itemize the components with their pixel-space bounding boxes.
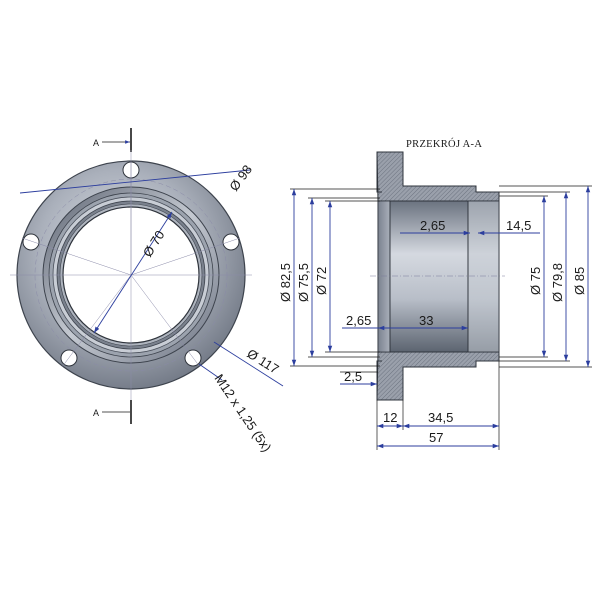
section-mark-top-label: A — [93, 138, 99, 148]
front-view: A A — [10, 128, 284, 455]
dim-line-d98 — [19, 169, 251, 194]
dim-d72: Ø 72 — [314, 267, 329, 295]
dim-flange-step: 2,5 — [344, 369, 362, 384]
section-end-face — [377, 200, 391, 353]
section-wall-bottom — [376, 351, 500, 401]
dim-thread: M12 x 1,25 (5x) — [212, 371, 275, 454]
dim-d85: Ø 85 — [572, 267, 587, 295]
dim-body-len: 34,5 — [428, 410, 453, 425]
dim-line-d70 — [93, 211, 173, 334]
bolt-hole-left — [22, 233, 40, 251]
dim-total-len: 57 — [429, 430, 443, 445]
section-mark-bottom-label: A — [93, 408, 99, 418]
dim-d82-5: Ø 82,5 — [278, 263, 293, 302]
section-recess — [467, 200, 500, 353]
bolt-hole-right — [222, 233, 240, 251]
section-marker-top: A — [93, 128, 132, 152]
flange-step-bottom — [376, 360, 382, 400]
dim-flange-thk: 12 — [383, 410, 397, 425]
section-wall-top — [376, 151, 500, 202]
flange-step-top — [376, 152, 382, 193]
dim-d98: Ø 98 — [226, 162, 255, 194]
dim-recess-len: 14,5 — [506, 218, 531, 233]
dim-bore-len: 33 — [419, 313, 433, 328]
dim-groove-top: 2,65 — [420, 218, 445, 233]
section-view: PRZEKRÓJ A-A — [278, 138, 592, 450]
section-body — [370, 151, 505, 401]
extension-lines — [290, 185, 592, 450]
bolt-holes — [22, 161, 240, 367]
section-title: PRZEKRÓJ A-A — [406, 138, 482, 150]
dim-d75-5: Ø 75,5 — [296, 263, 311, 302]
section-marker-bottom: A — [93, 400, 132, 424]
dim-line-thread — [198, 363, 223, 381]
dim-groove-bot: 2,65 — [346, 313, 371, 328]
dim-d117: Ø 117 — [244, 346, 281, 377]
dim-line-d117 — [213, 341, 284, 387]
dim-d79-8: Ø 79,8 — [550, 263, 565, 302]
dim-d75: Ø 75 — [528, 267, 543, 295]
